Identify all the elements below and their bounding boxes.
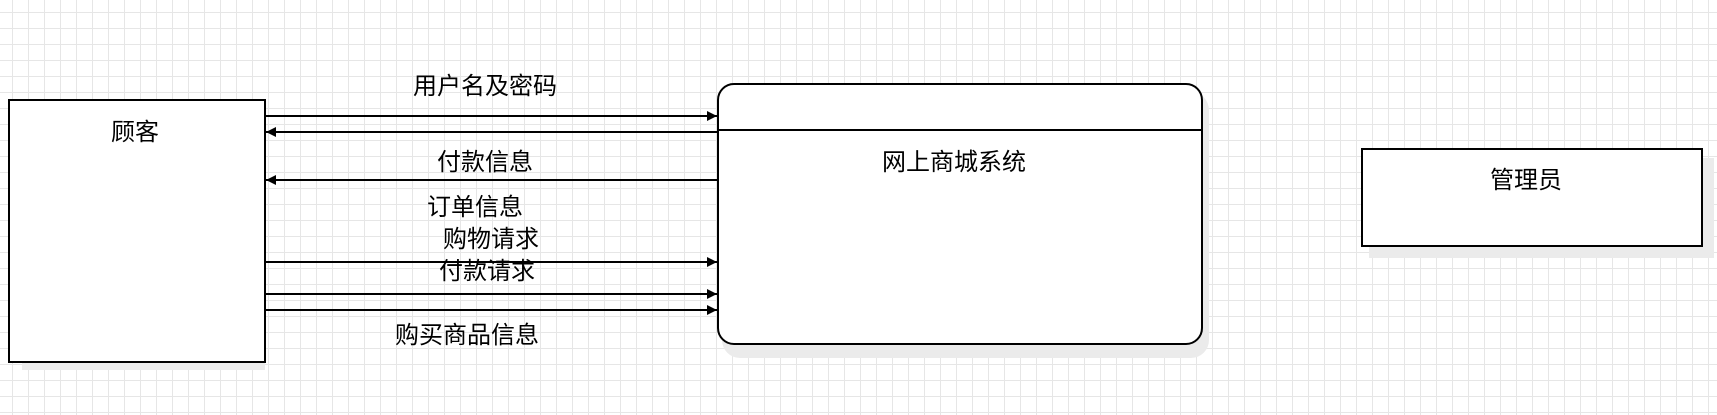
flow-label-username-password: 用户名及密码	[413, 72, 557, 100]
customer-box[interactable]	[8, 99, 266, 363]
customer-label: 顾客	[111, 118, 159, 146]
admin-label: 管理员	[1490, 166, 1562, 194]
flow-label-purchase-info: 购买商品信息	[395, 321, 539, 349]
flow-label-order-info: 订单信息	[427, 193, 523, 221]
flow-label-payment-info: 付款信息	[437, 148, 533, 176]
flow-label-shopping-request: 购物请求	[443, 225, 539, 253]
admin-box[interactable]	[1361, 148, 1703, 247]
system-box[interactable]	[717, 83, 1203, 345]
system-label: 网上商城系统	[882, 148, 1026, 176]
flow-label-payment-request: 付款请求	[439, 257, 535, 285]
